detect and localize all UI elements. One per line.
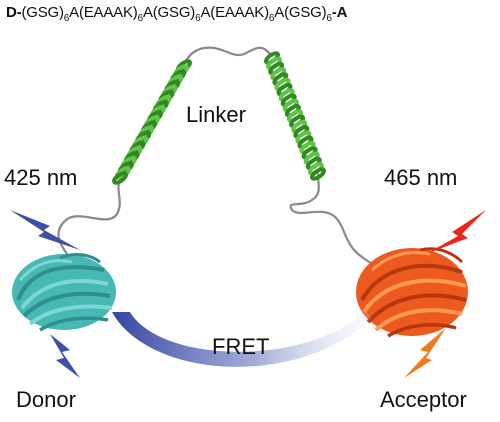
helix-turn — [112, 171, 128, 185]
sequence-part: 6 — [268, 13, 275, 24]
sequence-part: 6 — [326, 13, 332, 24]
sequence-part: 6 — [63, 13, 70, 24]
sequence-part: (GSG) — [21, 4, 64, 21]
helix-turn — [310, 167, 326, 181]
fret-label: FRET — [212, 334, 270, 359]
acceptor-label: Acceptor — [380, 387, 467, 412]
sequence-part: A(EAAAK) — [200, 4, 269, 21]
sequence-part: A(GSG) — [142, 4, 196, 21]
donor-protein — [12, 253, 116, 332]
fret-arrow — [112, 312, 372, 367]
sequence-part: 6 — [137, 13, 144, 24]
acceptor-excitation-bolt-icon — [426, 210, 486, 254]
donor-emission-bolt-icon — [50, 334, 80, 378]
acceptor-wavelength-label: 465 nm — [384, 165, 458, 190]
linker-label: Linker — [186, 102, 246, 127]
right-helix — [264, 51, 326, 181]
donor-excitation-bolt-icon — [10, 210, 80, 250]
acceptor-protein — [356, 247, 468, 338]
sequence-part: A(EAAAK) — [69, 4, 138, 21]
left-helix — [112, 59, 192, 185]
linker-sequence: D-(GSG)6A(EAAAK)6A(GSG)6A(EAAAK)6A(GSG)6… — [6, 4, 347, 24]
sequence-part: A(GSG) — [274, 4, 327, 21]
sequence-part: 6 — [195, 13, 201, 24]
donor-wavelength-label: 425 nm — [4, 165, 78, 190]
linker-coil — [57, 46, 382, 272]
sequence-part: -A — [331, 4, 348, 21]
acceptor-emission-bolt-icon — [404, 328, 446, 378]
sequence-part: D- — [6, 4, 22, 21]
donor-label: Donor — [16, 387, 76, 412]
